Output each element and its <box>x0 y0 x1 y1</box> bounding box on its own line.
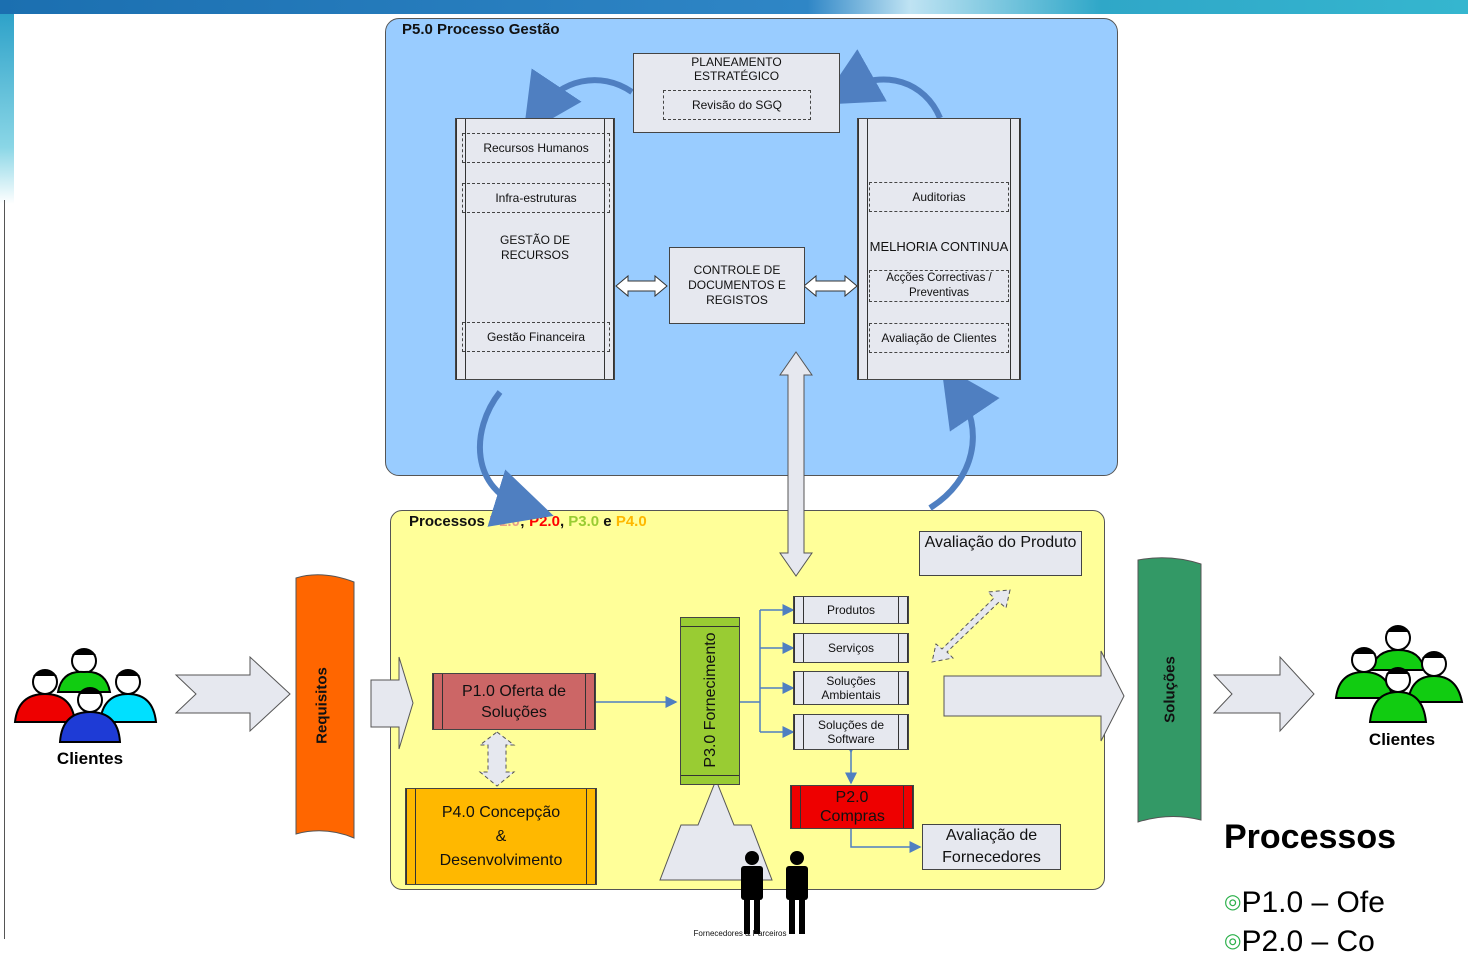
legend-title: Processos <box>1224 818 1396 856</box>
arrow-fornecedores-to-fornecimento <box>659 778 773 881</box>
requisitos-label: Requisitos <box>313 667 331 744</box>
avaliacao-produto-box: Avaliação do Produto <box>919 531 1082 576</box>
bullet-icon: ◎ <box>1224 891 1242 913</box>
left-banner <box>0 14 14 204</box>
title-p3: P3.0 <box>568 513 600 530</box>
curve-arrow-planeamento-to-recursos <box>523 68 634 135</box>
dashed-arrow-oferta-concepcao <box>478 731 516 787</box>
title-sep2: , <box>559 513 569 530</box>
solucoes-banner <box>1137 557 1202 823</box>
curve-arrow-recursos-to-processos <box>477 390 554 527</box>
infra-estruturas-box: Infra-estruturas <box>462 183 610 213</box>
compras-box: P2.0 Compras <box>790 785 914 829</box>
concepcao-line1: P4.0 Concepção <box>441 803 561 821</box>
title-prefix: Processos <box>409 513 490 530</box>
planeamento-label: PLANEAMENTO ESTRATÉGICO <box>691 55 782 83</box>
legend-item-1: ◎P1.0 – Ofe <box>1224 886 1468 920</box>
recursos-humanos-box: Recursos Humanos <box>462 133 610 163</box>
vertical-double-arrow-gestao-processos <box>779 351 813 577</box>
fornecedores-parceiros-label: Fornecedores & Parceiros <box>693 929 787 938</box>
clientes-left-label: Clientes <box>56 749 124 768</box>
arrow-requisitos-to-processos <box>370 656 414 750</box>
avaliacao-fornecedores-box: Avaliação de Fornecedores <box>922 824 1061 870</box>
concepcao-line3: Desenvolvimento <box>439 851 563 869</box>
accoes-correctivas-box: Acções Correctivas / Preventivas <box>869 270 1009 302</box>
solucoes-ambientais-label: Soluções Ambientais <box>821 674 881 702</box>
revisao-sgq-box: Revisão do SGQ <box>663 90 811 120</box>
gestao-recursos-box <box>455 118 615 380</box>
clients-group-left <box>13 648 158 743</box>
controle-documentos-box: CONTROLE DE DOCUMENTOS E REGISTOS <box>669 247 805 324</box>
top-banner <box>0 0 1468 14</box>
clientes-right-label: Clientes <box>1368 730 1436 749</box>
arrow-solucoes-to-clientes <box>1212 655 1315 733</box>
compras-label: P2.0 Compras <box>820 789 885 825</box>
bullet-icon: ◎ <box>1224 930 1242 952</box>
double-arrow-recursos-controle <box>615 274 668 298</box>
requisitos-banner <box>295 574 355 839</box>
solucoes-ambientais-box: Soluções Ambientais <box>793 671 909 705</box>
melhoria-continua-box <box>857 118 1021 380</box>
controle-documentos-label: CONTROLE DE DOCUMENTOS E REGISTOS <box>688 263 786 307</box>
solucoes-software-box: Soluções de Software <box>793 714 909 750</box>
solucoes-label: Soluções <box>1161 656 1179 723</box>
title-sep3: e <box>599 513 616 530</box>
produtos-label: Produtos <box>826 603 876 617</box>
curve-arrow-processos-to-melhoria <box>928 365 1000 511</box>
servicos-box: Serviços <box>793 633 909 663</box>
produtos-box: Produtos <box>793 596 909 624</box>
solucoes-software-label: Soluções de Software <box>817 718 885 746</box>
dashed-arrow-produto-servicos <box>931 589 1011 663</box>
gestao-recursos-label: GESTÃO DE RECURSOS <box>499 233 570 262</box>
fornecimento-box: P3.0 Fornecimento <box>680 617 740 785</box>
arrow-clientes-to-requisitos <box>174 655 291 733</box>
curve-arrow-melhoria-to-planeamento <box>819 49 943 120</box>
oferta-solucoes-label: P1.0 Oferta de Soluções <box>461 682 567 721</box>
double-arrow-controle-melhoria <box>803 274 858 298</box>
melhoria-continua-label: MELHORIA CONTINUA <box>869 239 1009 254</box>
avaliacao-clientes-box: Avaliação de Clientes <box>869 323 1009 353</box>
fornecimento-label: P3.0 Fornecimento <box>702 632 719 768</box>
gestao-financeira-box: Gestão Financeira <box>462 322 610 352</box>
legend-item-2-text: P2.0 – Co <box>1241 925 1375 958</box>
oferta-solucoes-box: P1.0 Oferta de Soluções <box>432 673 596 730</box>
left-border-line <box>4 200 5 939</box>
title-p4: P4.0 <box>615 513 647 530</box>
arrow-processos-to-solucoes <box>943 650 1125 742</box>
diagram-connectors <box>13 49 1464 934</box>
auditorias-box: Auditorias <box>869 182 1009 212</box>
supplier-figures <box>741 851 808 934</box>
concepcao-line2: & <box>495 827 507 845</box>
legend-item-2: ◎P2.0 – Co <box>1224 925 1468 958</box>
connector-compras-avaliacao <box>850 828 922 853</box>
clients-group-right <box>1334 625 1464 723</box>
management-process-title: P5.0 Processo Gestão <box>402 21 560 38</box>
legend-item-1-text: P1.0 – Ofe <box>1241 886 1385 919</box>
servicos-label: Serviços <box>827 641 874 655</box>
concepcao-desenvolvimento-box: P4.0 Concepção & Desenvolvimento <box>405 788 597 885</box>
